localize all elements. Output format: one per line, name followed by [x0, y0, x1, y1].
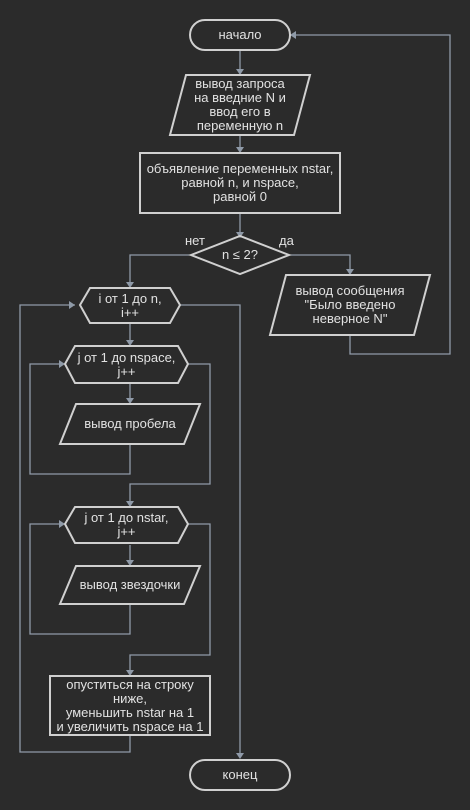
print-space-parallelogram	[58, 403, 202, 445]
start-terminal	[189, 19, 291, 51]
loop-i-label: i от 1 до n, i++	[98, 290, 162, 320]
newline-process	[49, 675, 211, 736]
print-star-parallelogram	[58, 565, 202, 605]
print-star-label: вывод звездочки	[79, 577, 181, 592]
print-space-label: вывод пробела	[84, 416, 176, 431]
loop-j-star-label: j от 1 до nstar, j++	[84, 510, 169, 539]
connectors	[19, 34, 451, 755]
error-output-parallelogram	[268, 274, 432, 336]
condition-diamond	[188, 234, 292, 276]
end-label: конец	[222, 767, 258, 782]
input-label: вывод запроса на введние N и ввод его в …	[194, 76, 286, 133]
newline-label: опуститься на строку ниже, уменьшить nst…	[56, 676, 204, 734]
arrowheads	[59, 31, 354, 759]
error-output-label: вывод сообщения "Было введено неверное N…	[295, 283, 405, 326]
loop-j-space-hexagon	[63, 345, 190, 384]
declare-label: объявление переменных nstar, равной n, и…	[146, 161, 334, 204]
loop-j-space-label: j от 1 до nspace, j++	[77, 349, 176, 379]
input-parallelogram	[168, 74, 312, 136]
loop-j-star-hexagon	[63, 506, 190, 544]
start-label: начало	[218, 27, 262, 42]
loop-i-hexagon	[78, 287, 182, 324]
end-terminal	[189, 759, 291, 791]
edge-label-yes: да	[279, 233, 294, 248]
condition-label: n ≤ 2?	[221, 247, 259, 262]
declare-process	[139, 152, 341, 214]
edge-label-no: нет	[185, 233, 205, 248]
